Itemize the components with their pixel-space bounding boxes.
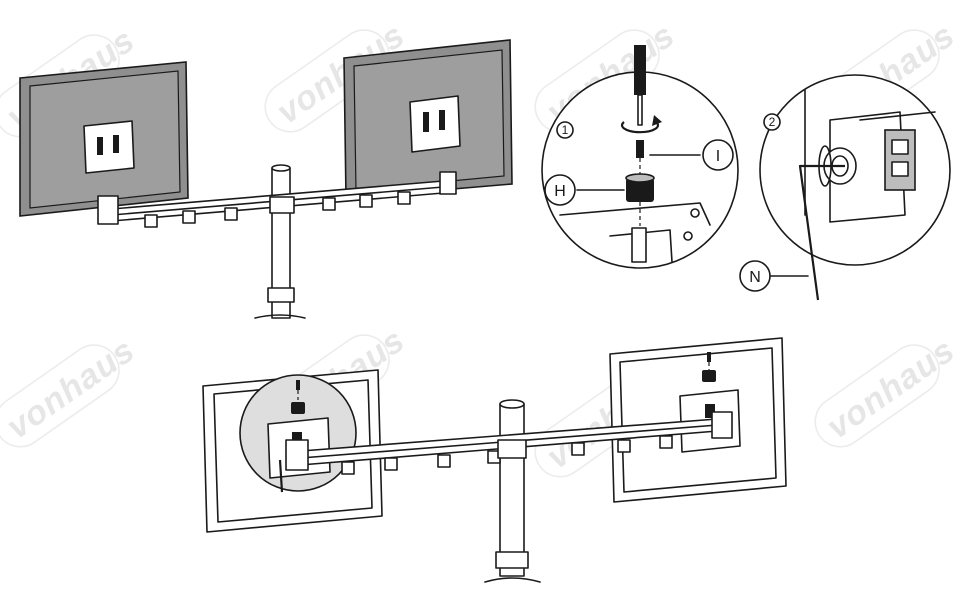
- top-assembly-view: [19, 39, 513, 319]
- screwdriver-icon: [634, 45, 646, 126]
- pole: [254, 164, 306, 319]
- pole: [484, 399, 541, 583]
- watermark: vonhaus: [814, 331, 958, 448]
- vesa-plate: [409, 95, 461, 153]
- step-1-detail: 1 I H: [541, 45, 739, 269]
- step-2-detail: 2 N: [739, 74, 951, 301]
- vesa-plate: [83, 120, 135, 174]
- watermark: vonhaus: [0, 331, 142, 448]
- svg-text:N: N: [749, 269, 761, 286]
- rotation-arrow-head: [652, 115, 662, 126]
- svg-text:vonhaus: vonhaus: [0, 331, 142, 446]
- svg-text:vonhaus: vonhaus: [820, 331, 958, 446]
- arm: [285, 411, 733, 475]
- callout-i: I: [702, 139, 734, 171]
- callout-h: H: [544, 174, 576, 206]
- step-1-marker: 1: [556, 121, 574, 139]
- bottom-assembly-view: [202, 337, 787, 583]
- svg-text:I: I: [716, 148, 720, 165]
- left-monitor-back: [19, 61, 189, 217]
- rotation-arrow-icon: [620, 121, 660, 134]
- knob-h: [625, 173, 655, 202]
- right-monitor-back: [343, 39, 513, 199]
- screw-i: [636, 140, 644, 158]
- arm: [97, 171, 457, 228]
- svg-text:H: H: [554, 183, 566, 200]
- svg-text:1: 1: [562, 123, 569, 137]
- allen-key-n: [798, 164, 845, 301]
- callout-n: N: [739, 260, 771, 292]
- step-2-marker: 2: [763, 113, 781, 131]
- svg-text:2: 2: [769, 115, 776, 129]
